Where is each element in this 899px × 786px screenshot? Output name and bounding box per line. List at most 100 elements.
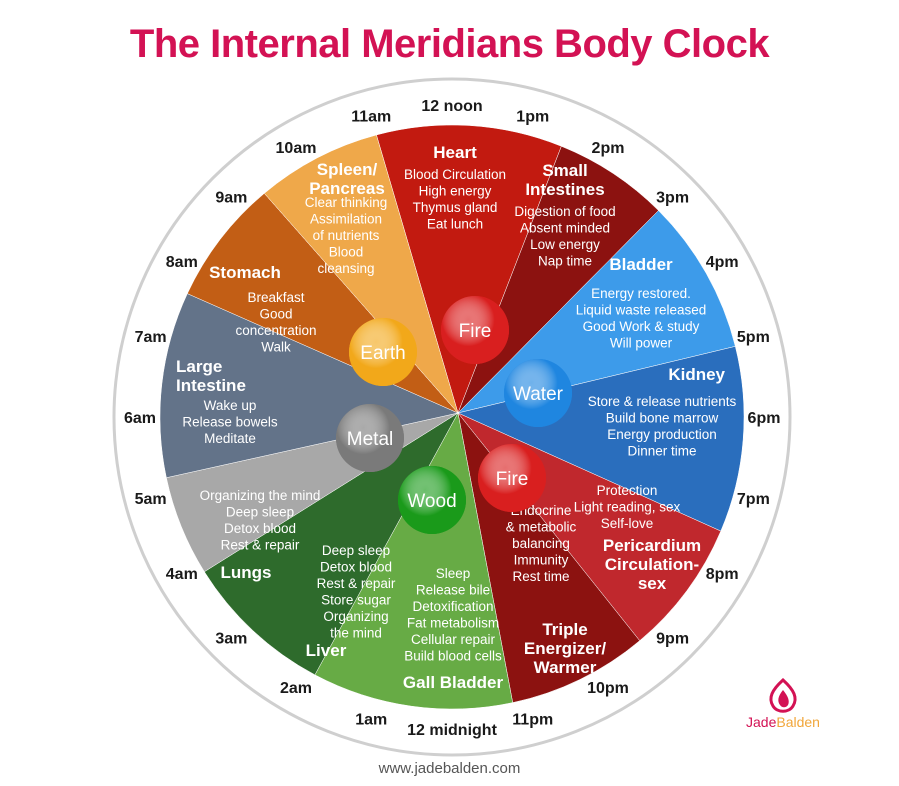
organ-description-line: Liquid waste released <box>576 303 707 318</box>
organ-title: Heart <box>433 143 477 162</box>
hour-label: 1pm <box>516 109 549 126</box>
organ-description-line: of nutrients <box>313 228 380 243</box>
organ-sector <box>457 145 659 414</box>
organ-title: Kidney <box>668 365 725 384</box>
element-label: Fire <box>459 321 492 342</box>
hour-label: 10am <box>276 140 317 157</box>
hour-label: 8pm <box>706 566 739 583</box>
organ-description-line: Eat lunch <box>427 217 483 232</box>
hour-label: 7pm <box>737 491 770 508</box>
hour-label: 2am <box>280 680 312 697</box>
organ-description-line: Build bone marrow <box>606 411 719 426</box>
brand-name: JadeBalden <box>728 714 838 730</box>
organ-description-line: Detoxification <box>412 599 493 614</box>
organ-description-line: Thymus gland <box>413 200 498 215</box>
hour-label: 12 midnight <box>407 722 497 739</box>
organ-description-line: the mind <box>330 626 382 641</box>
hour-label: 6pm <box>748 410 781 427</box>
organ-title: Circulation- <box>605 555 699 574</box>
flame-logo-icon <box>769 677 797 713</box>
organ-title: Liver <box>306 641 347 660</box>
hour-label: 12 noon <box>421 98 482 115</box>
organ-description-line: Deep sleep <box>226 505 294 520</box>
organ-description-line: Dinner time <box>627 444 696 459</box>
hour-label: 3pm <box>656 189 689 206</box>
organ-description-line: Cellular repair <box>411 632 496 647</box>
organ-title: Bladder <box>609 255 673 274</box>
hour-label: 5am <box>135 491 167 508</box>
organ-description-line: Energy production <box>607 427 717 442</box>
element-label: Earth <box>360 343 405 364</box>
hour-label: 10pm <box>587 680 629 697</box>
organ-title: Warmer <box>534 658 597 677</box>
organ-title: Lungs <box>221 563 272 582</box>
organ-description-line: & metabolic <box>506 520 577 535</box>
organ-title: Intestine <box>176 376 246 395</box>
organ-title: sex <box>638 574 667 593</box>
organ-title: Pancreas <box>309 179 385 198</box>
organ-description-line: Light reading, sex <box>574 500 681 515</box>
element-label: Wood <box>407 491 456 512</box>
brand-name-first: Jade <box>746 714 777 730</box>
organ-description-line: Good <box>259 307 292 322</box>
brand-logo: JadeBalden <box>728 676 838 736</box>
organ-title: Pericardium <box>603 536 701 555</box>
organ-title: Small <box>542 161 587 180</box>
hour-label: 5pm <box>737 329 770 346</box>
organ-description-line: Absent minded <box>520 221 610 236</box>
organ-description-line: Blood <box>329 245 364 260</box>
element-circle-shine <box>349 318 417 386</box>
brand-name-second: Balden <box>776 714 820 730</box>
organ-description-line: Fat metabolism <box>407 616 499 631</box>
element-label: Water <box>513 384 564 405</box>
organ-description-line: Detox blood <box>320 560 392 575</box>
hour-label: 6am <box>124 410 156 427</box>
organ-description-line: Breakfast <box>247 290 304 305</box>
organ-title: Intestines <box>525 180 604 199</box>
organ-title: Large <box>176 357 222 376</box>
organ-description-line: Will power <box>610 336 673 351</box>
organ-description-line: concentration <box>235 323 316 338</box>
hour-label: 1am <box>355 711 387 728</box>
organ-description-line: Wake up <box>204 398 257 413</box>
organ-description-line: Store sugar <box>321 593 391 608</box>
element-circle-shine <box>398 466 466 534</box>
organ-description-line: Nap time <box>538 254 592 269</box>
organ-sector <box>159 293 459 479</box>
organ-description-line: Assimilation <box>310 212 382 227</box>
hour-label: 7am <box>135 329 167 346</box>
element-circle-shine <box>478 444 546 512</box>
hour-label: 11pm <box>512 711 553 728</box>
organ-description-line: Organizing the mind <box>200 488 321 503</box>
organ-title: Energizer/ <box>524 639 606 658</box>
organ-description-line: Good Work & study <box>583 319 700 334</box>
organ-description-line: Walk <box>261 340 291 355</box>
hour-label: 9pm <box>656 631 689 648</box>
element-circle-shine <box>336 404 404 472</box>
organ-description-line: Low energy <box>530 237 600 252</box>
organ-sector <box>204 412 459 676</box>
organ-description-line: Clear thinking <box>305 195 388 210</box>
element-circle-shine <box>504 359 572 427</box>
organ-description-line: Release bowels <box>182 415 278 430</box>
hour-label: 8am <box>166 254 198 271</box>
organ-description-line: Release bile <box>416 583 490 598</box>
element-label: Metal <box>347 429 393 450</box>
organ-description-line: Self-love <box>601 516 654 531</box>
hour-label: 11am <box>351 109 391 126</box>
organ-description-line: Meditate <box>204 431 256 446</box>
organ-description-line: Digestion of food <box>514 204 615 219</box>
organ-description-line: Detox blood <box>224 521 296 536</box>
hour-label: 4pm <box>706 254 739 271</box>
organ-description-line: Immunity <box>514 553 569 568</box>
organ-description-line: cleansing <box>317 261 374 276</box>
element-label: Fire <box>496 469 529 490</box>
element-circle-shine <box>441 296 509 364</box>
organ-description-line: Deep sleep <box>322 543 390 558</box>
organ-title: Stomach <box>209 263 281 282</box>
organ-description-line: Build blood cells <box>404 649 502 664</box>
organ-description-line: Rest time <box>512 569 569 584</box>
website-url[interactable]: www.jadebalden.com <box>378 760 521 777</box>
hour-label: 2pm <box>592 140 625 157</box>
